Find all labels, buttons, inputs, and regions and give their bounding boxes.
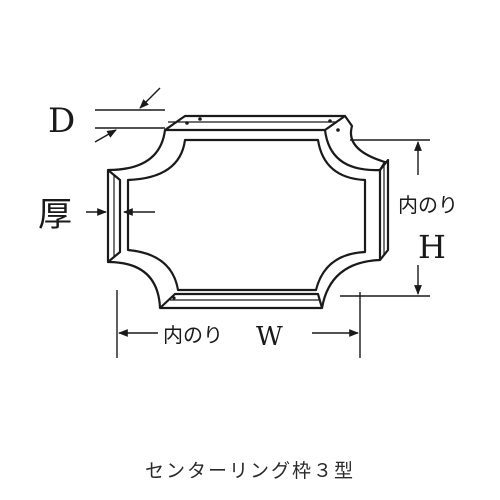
rivet-dot [328, 119, 332, 123]
rivet-dot [172, 296, 176, 300]
h-label: H [418, 228, 446, 266]
rivet-dot [198, 117, 202, 121]
width-dimension [116, 290, 361, 358]
rivet-dot [185, 121, 189, 125]
d-dimension [94, 87, 165, 143]
frame-inner-edge [126, 138, 367, 292]
inner-height-label: 内のり [398, 193, 458, 217]
d-label: D [48, 101, 75, 141]
inner-width-label: 内のり [163, 323, 223, 347]
height-dimension [340, 139, 430, 297]
frame-outline [106, 114, 390, 310]
rivet-dots [172, 117, 340, 300]
frame-top-depth [164, 114, 387, 171]
w-label: W [256, 322, 283, 352]
thickness-label: 厚 [38, 195, 72, 235]
figure-caption: センターリング枠３型 [144, 460, 355, 482]
frame-shading [113, 121, 385, 301]
frame-outer-edge [106, 128, 382, 310]
rivet-dot [336, 128, 340, 132]
